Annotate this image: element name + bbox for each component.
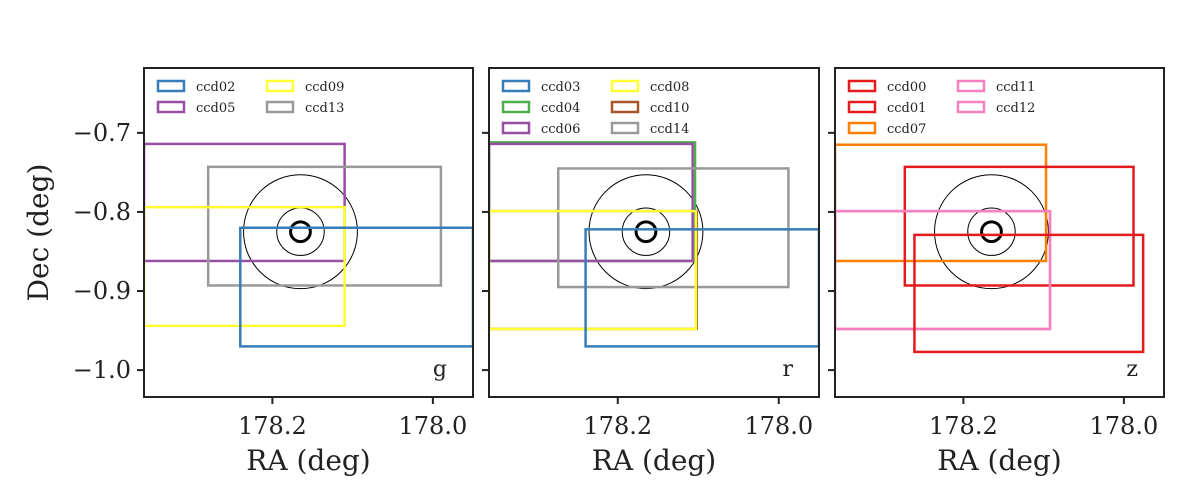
legend-swatch-ccd11 [956,79,986,93]
x-tick-label: 178.2 [238,412,307,440]
legend-label-ccd12: ccd12 [996,101,1035,116]
aperture-circle [621,207,671,256]
legend-swatch-ccd00 [847,79,877,93]
y-tick-label: −0.9 [73,277,131,305]
aperture-circle [934,174,1049,290]
legend: ccd00 ccd01 ccd07 ccd11 ccd12 [847,79,1035,137]
x-tick-label: 178.0 [1090,412,1159,440]
x-tick-label: 178.2 [583,412,652,440]
ccd-footprint-ccd11 [835,209,1052,331]
ccd-footprint-ccd12 [835,209,1052,331]
x-axis-label: RA (deg) [246,444,370,477]
aperture-circle [634,220,658,244]
band-label: r [782,357,793,382]
ccd-footprint-ccd14 [556,167,790,289]
legend-label-ccd05: ccd05 [196,101,235,116]
legend-swatch-ccd13 [265,100,295,114]
x-tick-label: 178.2 [929,412,998,440]
ccd-footprint-ccd08 [489,209,698,331]
legend-label-ccd14: ccd14 [650,122,689,137]
band-label: z [1126,357,1138,382]
legend-label-ccd03: ccd03 [541,80,580,95]
legend-swatch-ccd14 [610,121,640,135]
legend-label-ccd13: ccd13 [305,101,344,116]
legend-swatch-ccd02 [156,79,186,93]
plot-area [144,142,473,348]
axes-frame [143,67,474,398]
legend-swatch-ccd06 [501,121,531,135]
legend-label-ccd10: ccd10 [650,101,689,116]
legend-label-ccd08: ccd08 [650,80,689,95]
legend-label-ccd11: ccd11 [996,80,1035,95]
ccd-footprint-ccd03 [584,228,819,348]
ccd-footprint-ccd09 [144,205,346,328]
x-tick-label: 178.0 [744,412,813,440]
legend-swatch-ccd12 [956,100,986,114]
legend-swatch-ccd09 [265,79,295,93]
panel-g: 178.2 178.0 −0.7 −0.8 −0.9 −1.0 RA (deg) Dec (d… [22,67,474,477]
plot-area [489,141,819,348]
y-axis-label: Dec (deg) [22,164,55,302]
y-tick-label: −0.7 [73,119,131,147]
ccd-footprint-ccd01 [913,233,1145,354]
x-axis-label: RA (deg) [592,444,716,477]
aperture-circle [967,207,1016,256]
x-tick-label: 178.0 [399,412,468,440]
legend: ccd02 ccd05 ccd09 ccd13 [156,79,344,116]
ccd-footprint-ccd00 [903,165,1135,287]
legend-label-ccd06: ccd06 [541,122,580,137]
ccd-footprint-ccd05 [144,142,346,263]
aperture-circle [980,220,1003,244]
axes-frame [488,67,820,398]
legend-swatch-ccd05 [156,100,186,114]
ccd-footprint-ccd04 [489,141,697,263]
axes-frame [834,67,1165,398]
plot-area [835,143,1145,354]
legend-swatch-ccd10 [610,100,640,114]
legend-swatch-ccd03 [501,79,531,93]
x-axis-label: RA (deg) [937,444,1061,477]
aperture-circle [243,174,358,290]
legend-swatch-ccd01 [847,100,877,114]
ccd-footprint-ccd07 [835,143,1048,263]
aperture-circle [276,207,325,256]
band-label: g [433,357,447,382]
legend-label-ccd02: ccd02 [196,80,235,95]
legend-label-ccd00: ccd00 [887,80,926,95]
legend-label-ccd07: ccd07 [887,122,926,137]
aperture-circle [588,174,704,290]
ccd-footprint-ccd06 [489,142,694,263]
legend: ccd03 ccd04 ccd06 ccd08 ccd10 ccd14 [501,79,689,137]
legend-label-ccd09: ccd09 [305,80,344,95]
y-tick-label: −1.0 [73,356,131,384]
aperture-circle [289,220,312,244]
legend-label-ccd04: ccd04 [541,101,580,116]
ccd-footprint-ccd13 [206,165,443,287]
legend-swatch-ccd07 [847,121,877,135]
legend-swatch-ccd08 [610,79,640,93]
legend-swatch-ccd04 [501,100,531,114]
y-tick-label: −0.8 [73,198,131,226]
legend-label-ccd01: ccd01 [887,101,926,116]
ccd-footprint-ccd02 [239,226,473,348]
